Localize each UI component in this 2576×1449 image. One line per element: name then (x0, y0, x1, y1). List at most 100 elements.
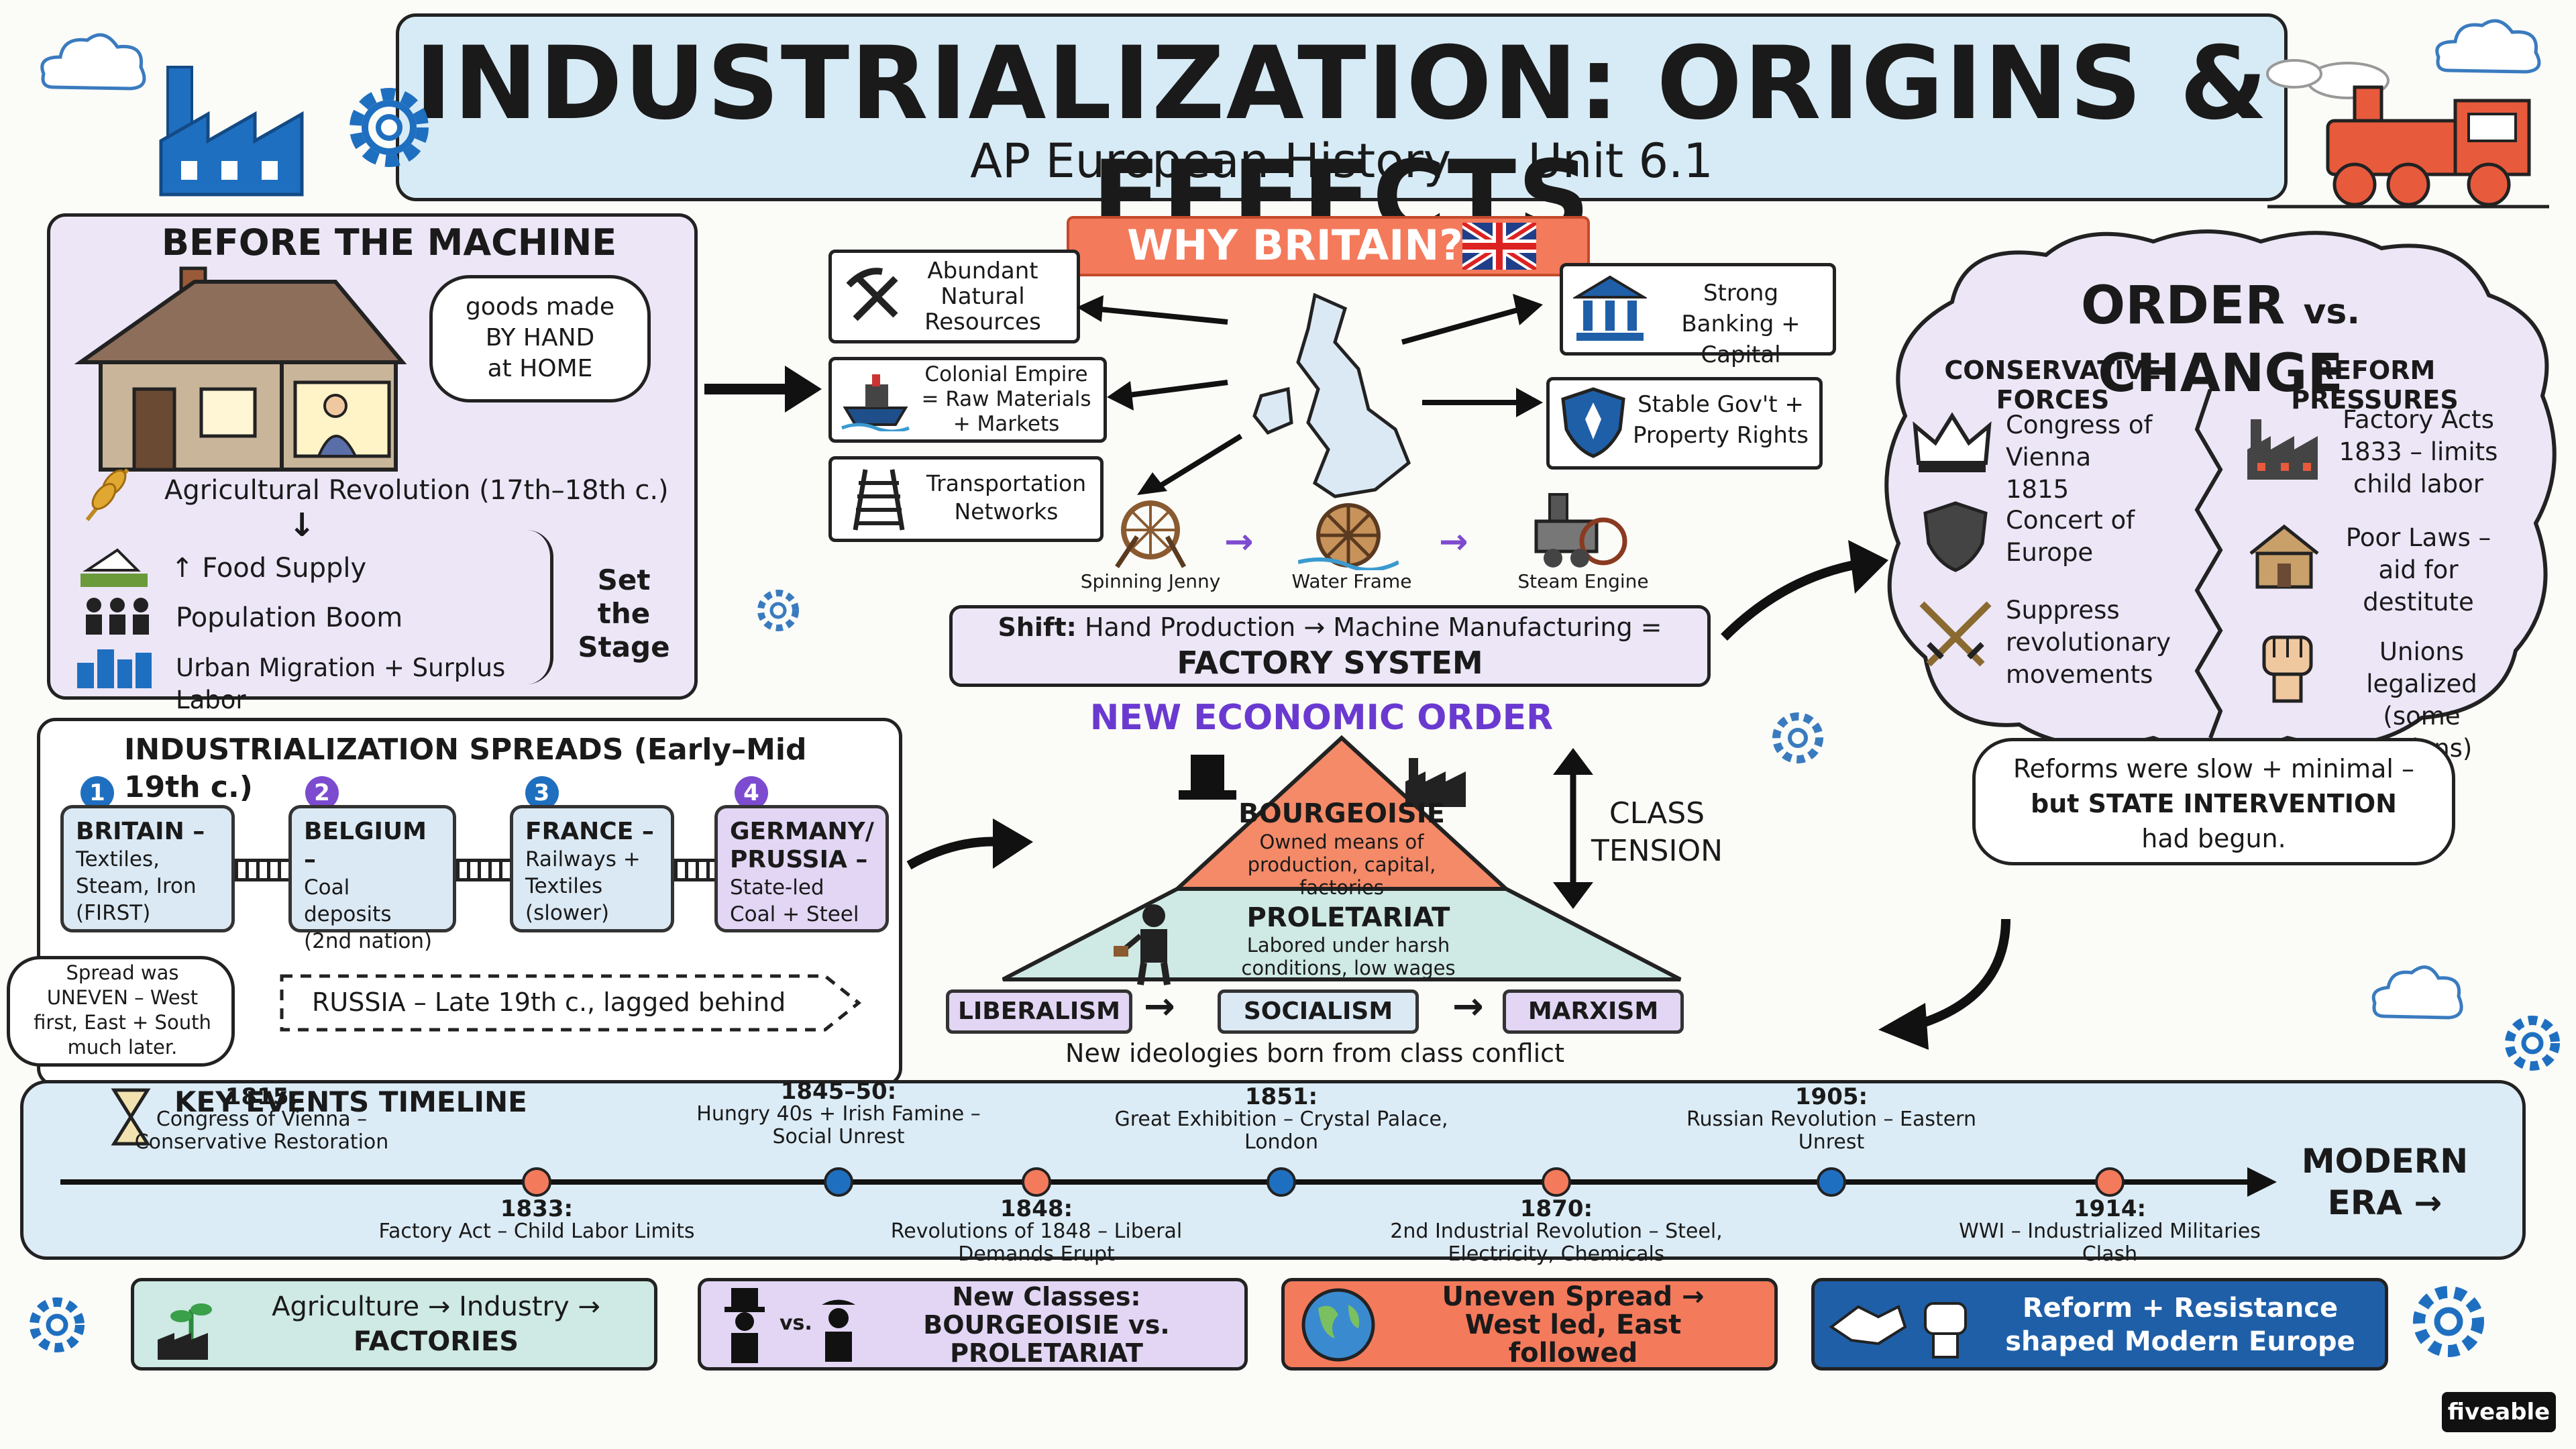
arrow-icon: → (1452, 985, 1484, 1028)
timeline-marker (1817, 1167, 1846, 1197)
timeline-text: Revolutions of 1848 – Liberal Demands Er… (890, 1220, 1183, 1266)
wheat-icon (85, 468, 129, 521)
why-britain-title: WHY BRITAIN? (1127, 221, 1464, 270)
rail-connector (456, 859, 510, 881)
timeline-marker (1267, 1167, 1296, 1197)
modern-era-label: MODERN ERA → (2301, 1142, 2469, 1222)
timeline-event: 1914:WWI – Industrialized Militaries Cla… (1929, 1197, 2291, 1266)
rail-connector (674, 859, 714, 881)
factory-system-label: FACTORY SYSTEM (1177, 645, 1483, 681)
spread-step-box: FRANCE –Railways + Textiles (slower) (510, 805, 674, 932)
summary-classes-text: New Classes: BOURGEOISIE vs. PROLETARIAT (923, 1282, 1170, 1368)
spinning-jenny-icon (1115, 500, 1187, 568)
spread-note: Spread was UNEVEN – West first, East + S… (34, 961, 211, 1059)
ideology-socialism: SOCIALISM (1218, 989, 1419, 1034)
step-country: GERMANY/ PRUSSIA – (730, 818, 874, 873)
step-number-badge: 3 (525, 776, 559, 810)
step-desc: Railways + Textiles (slower) (525, 847, 641, 925)
rail-track-icon (853, 469, 905, 531)
factory-icon (1405, 758, 1466, 807)
arrow-icon: → (1144, 985, 1175, 1028)
plow-icon (80, 548, 148, 587)
step-number-badge: 4 (735, 776, 768, 810)
timeline-year: 1845–50: (780, 1078, 897, 1105)
timeline-text: Factory Act – Child Labor Limits (378, 1220, 695, 1243)
timeline-year: 1833: (500, 1195, 574, 1222)
timeline-year: 1905: (1794, 1083, 1868, 1110)
step-number-badge: 1 (80, 776, 114, 810)
dashed-arrow-russia (280, 974, 862, 1032)
timeline-text: 2nd Industrial Revolution – Steel, Elect… (1390, 1220, 1723, 1266)
gear-icon (2413, 1286, 2484, 1357)
ship-icon (841, 374, 910, 431)
conservative-item-0: Congress of Vienna 1815 (2006, 411, 2153, 504)
russia-label: RUSSIA – Late 19th c., lagged behind (312, 987, 786, 1017)
economic-order-title: NEW ECONOMIC ORDER (1089, 698, 1554, 738)
timeline-marker (824, 1167, 853, 1197)
timeline-marker (2095, 1167, 2125, 1197)
set-stage-label: Set the Stage (578, 564, 670, 663)
reform-bubble (1972, 738, 2455, 865)
globe-icon (1301, 1288, 1375, 1362)
cloud-icon (2435, 19, 2541, 74)
proletariat-desc: Labored under harsh conditions, low wage… (1241, 934, 1456, 979)
arrow-icon: → (1439, 522, 1468, 562)
timeline-year: 1851: (1244, 1083, 1318, 1110)
rail-connector (235, 859, 288, 881)
timeline-arrowhead (2247, 1167, 2277, 1197)
bourgeoisie-desc: Owned means of production, capital, fact… (1247, 830, 1436, 899)
page-subtitle: AP European History — Unit 6.1 (970, 133, 1713, 189)
population-label: Population Boom (176, 602, 403, 633)
timeline-axis (60, 1179, 2254, 1185)
class-tension-label: CLASS TENSION (1591, 796, 1723, 868)
cloud-icon (2371, 965, 2463, 1020)
food-supply-label: ↑ Food Supply (171, 553, 367, 584)
timeline-marker (522, 1167, 551, 1197)
timeline-event: 1815:Congress of Vienna – Conservative R… (87, 1085, 436, 1154)
reform-header: REFORM PRESSURES (2291, 356, 2459, 415)
factor-colonial-text: Colonial Empire = Raw Materials + Market… (921, 362, 1091, 436)
bourgeoisie-vs-worker-icon (724, 1288, 855, 1363)
pickaxe-icon (846, 268, 898, 321)
hourglass-icon (111, 1088, 151, 1146)
invention-label-1: Water Frame (1291, 570, 1412, 592)
ideologies-caption: New ideologies born from class conflict (1065, 1038, 1564, 1068)
water-frame-icon (1298, 503, 1399, 570)
timeline-event: 1833:Factory Act – Child Labor Limits (356, 1197, 718, 1243)
curved-arrow-icon (1721, 540, 1888, 641)
timeline-event: 1870:2nd Industrial Revolution – Steel, … (1375, 1197, 1737, 1266)
factor-transport-text: Transportation Networks (926, 470, 1087, 525)
top-hat-icon (1179, 755, 1236, 800)
right-arrow-icon (704, 366, 822, 413)
locomotive-icon (2266, 59, 2549, 209)
brand-logo: fiveable (2442, 1392, 2556, 1432)
timeline-text: Great Exhibition – Crystal Palace, Londo… (1114, 1108, 1448, 1154)
speech-bubble-text: goods made BY HAND at HOME (465, 293, 615, 382)
factor-transport (828, 456, 1104, 542)
timeline-year: 1815: (225, 1083, 299, 1110)
summary-classes (698, 1278, 1248, 1371)
plant-factory-icon (158, 1303, 212, 1360)
gear-icon (30, 1297, 85, 1352)
timeline-text: WWI – Industrialized Militaries Clash (1959, 1220, 2261, 1266)
timeline-year: 1848: (1000, 1195, 1073, 1222)
step-country: BELGIUM – (304, 818, 427, 873)
step-desc: State-led Coal + Steel (730, 875, 859, 926)
uk-flag-icon (1462, 223, 1536, 270)
timeline-event: 1848:Revolutions of 1848 – Liberal Deman… (855, 1197, 1218, 1266)
down-arrow-icon: ↓ (288, 506, 316, 544)
factor-banking-text: Strong Banking + Capital (1681, 280, 1801, 368)
timeline-event: 1845–50:Hungry 40s + Irish Famine – Soci… (664, 1080, 1013, 1148)
timeline-event: 1905:Russian Revolution – Eastern Unrest (1657, 1085, 2006, 1154)
gear-icon (1772, 712, 1823, 763)
arrows-graphic (1077, 294, 1543, 495)
timeline-marker (1542, 1167, 1571, 1197)
header-banner (396, 13, 2288, 201)
ag-revolution-label: Agricultural Revolution (17th–18th c.) (164, 475, 669, 506)
spread-step-box: BELGIUM –Coal deposits (2nd nation) (288, 805, 456, 953)
population-icon (86, 598, 149, 635)
timeline-event: 1851:Great Exhibition – Crystal Palace, … (1107, 1085, 1456, 1154)
bank-icon (1573, 275, 1647, 341)
curved-arrow-icon (1878, 918, 2010, 1050)
summary-uneven-text: Uneven Spread → West led, East followed (1442, 1281, 1705, 1368)
